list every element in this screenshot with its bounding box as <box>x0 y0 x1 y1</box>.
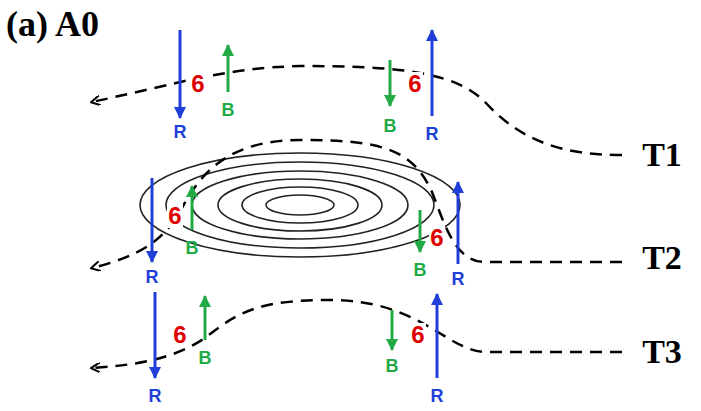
vector-label: R <box>426 125 439 143</box>
vector-label: B <box>199 349 212 367</box>
vector-label: R <box>431 387 444 405</box>
trajectories <box>92 66 622 368</box>
vector-label: R <box>452 270 465 288</box>
vector-label: B <box>222 101 235 119</box>
vector-label: B <box>384 117 397 135</box>
vector-label: B <box>386 357 399 375</box>
trajectory-label: T2 <box>642 241 682 275</box>
b-arrows <box>192 45 420 350</box>
trajectory-label: T1 <box>642 138 682 172</box>
r-arrows <box>152 30 458 378</box>
vector-label: B <box>186 239 199 257</box>
helicity-symbol: 6 <box>172 323 187 347</box>
helicity-symbol: 6 <box>429 226 444 250</box>
vector-label: R <box>149 387 162 405</box>
helicity-symbol: 6 <box>167 204 182 228</box>
helicity-symbol: 6 <box>407 72 422 96</box>
vector-label: R <box>174 123 187 141</box>
helicity-symbol: 6 <box>190 72 205 96</box>
contour-rings <box>140 153 460 257</box>
vector-label: R <box>146 268 159 286</box>
vector-label: B <box>414 261 427 279</box>
helicity-symbol: 6 <box>410 323 425 347</box>
panel-title: (a) A0 <box>6 6 99 42</box>
trajectory-label: T3 <box>642 335 682 369</box>
